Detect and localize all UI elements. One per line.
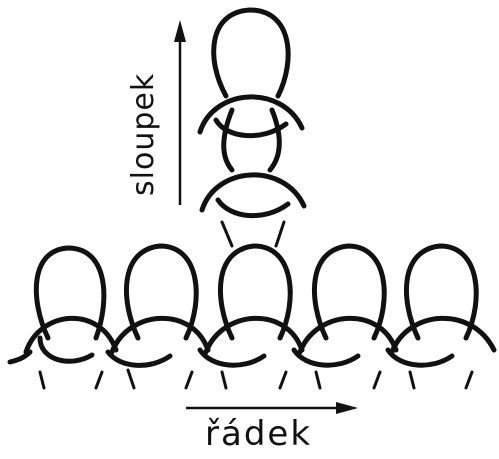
stitch-loop (197, 243, 305, 390)
loop-row (7, 243, 497, 390)
row-label: řádek (205, 414, 313, 454)
stitch-loop (197, 94, 305, 173)
column-arrow (174, 20, 186, 205)
stitch-loop (211, 7, 291, 99)
row-arrow (186, 402, 358, 414)
stitch-loop (105, 243, 211, 390)
yarn-tail (7, 349, 33, 365)
stitch-loop (199, 172, 307, 248)
stitch-loop (291, 243, 399, 390)
stitch-loop (23, 245, 119, 390)
stitch-loop (385, 243, 497, 390)
column-label: sloupek (126, 72, 161, 196)
loop-column (197, 7, 307, 248)
